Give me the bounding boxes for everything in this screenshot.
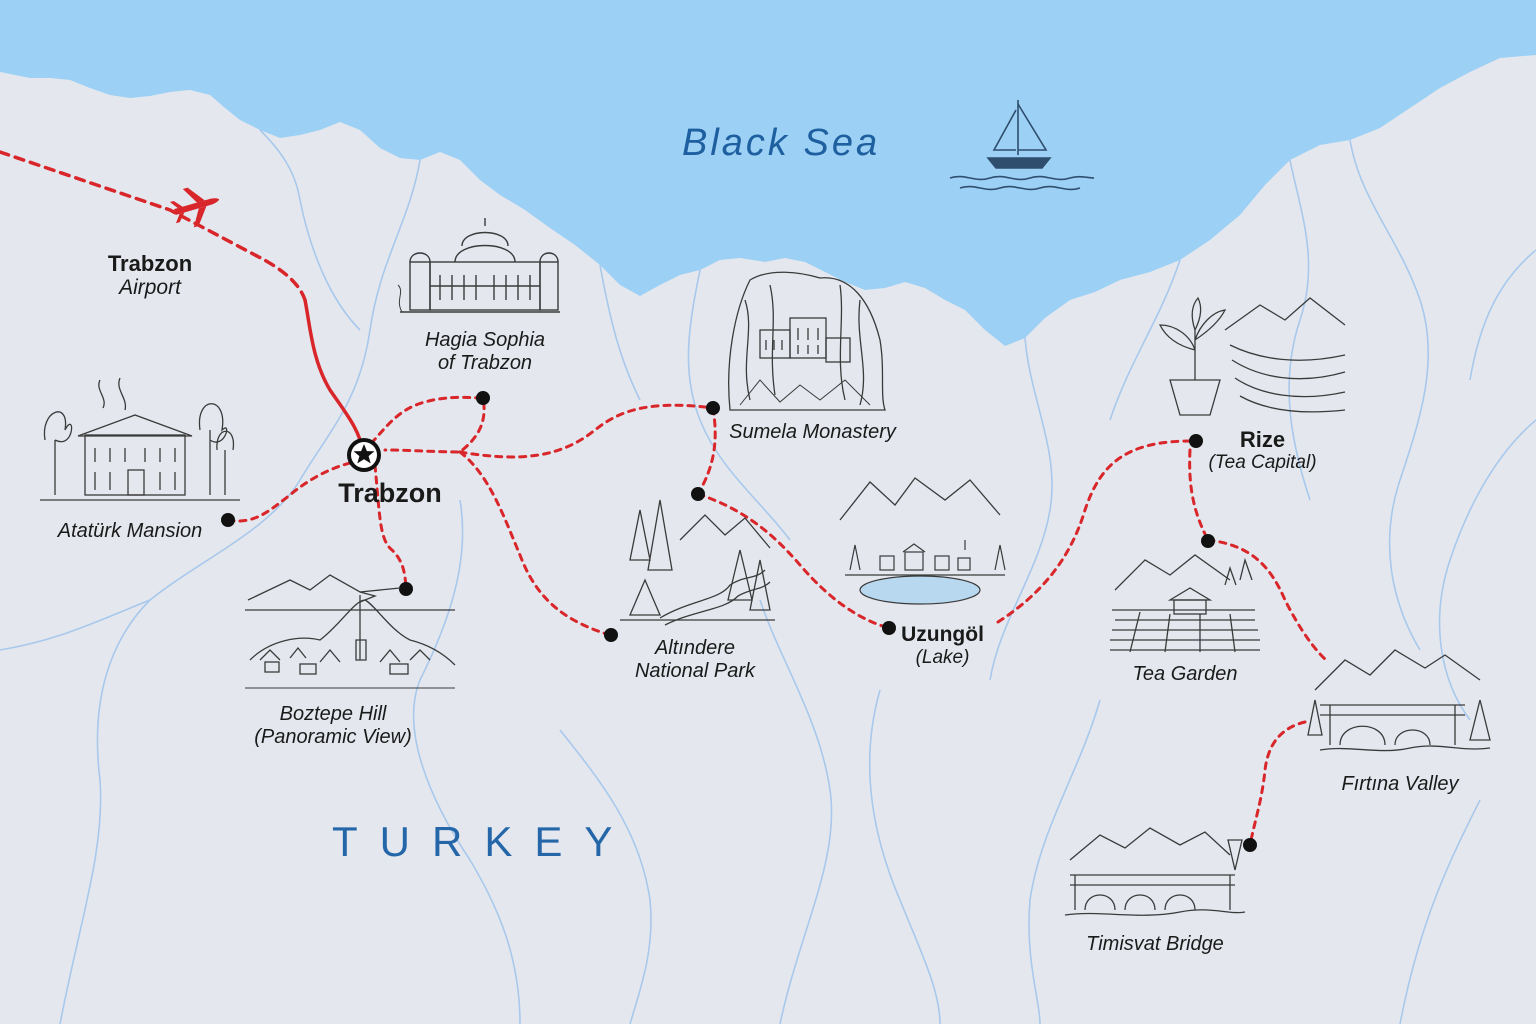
trabzon-name: Trabzon [338, 478, 442, 508]
uzungol-name: Uzungöl [901, 623, 984, 646]
route-firtina [1206, 538, 1328, 662]
firtina-valley-sketch [1307, 649, 1491, 752]
uzungol-lake-sketch [839, 477, 1006, 605]
dot-marker-icon [399, 582, 413, 596]
place-label-hagia[interactable]: Hagia Sophia of Trabzon [410, 329, 560, 375]
place-label-ataturk[interactable]: Atatürk Mansion [50, 520, 210, 543]
place-label-uzungol[interactable]: Uzungöl (Lake) [890, 623, 995, 669]
place-label-altindere[interactable]: Altındere National Park [620, 637, 770, 683]
rize-sub: (Tea Capital) [1208, 452, 1317, 474]
black-sea [0, 0, 1536, 346]
star-marker-icon [347, 438, 381, 472]
sea-label: Black Sea [682, 122, 881, 164]
dot-marker-icon [1189, 434, 1203, 448]
sumela-name: Sumela Monastery [729, 421, 896, 443]
route-altindere [458, 450, 612, 637]
boztepe-hill-sketch [245, 574, 456, 689]
dot-marker-icon [476, 391, 490, 405]
boztepe-line2: (Panoramic View) [254, 726, 412, 748]
altindere-park-sketch [620, 499, 775, 626]
tea-garden-sketch [1110, 554, 1260, 653]
place-label-firtina[interactable]: Fırtına Valley [1325, 773, 1475, 796]
sumela-monastery-sketch [728, 271, 886, 411]
ataturk-mansion-sketch [40, 377, 240, 501]
hagia-line2: of Trabzon [437, 352, 533, 374]
dot-marker-icon [1243, 838, 1257, 852]
timisvat-name: Timisvat Bridge [1086, 933, 1224, 955]
plane-icon [169, 187, 220, 228]
dot-marker-icon [1201, 534, 1215, 548]
country-label: TURKEY [332, 818, 635, 865]
ataturk-name: Atatürk Mansion [57, 520, 203, 542]
airport-road [303, 298, 365, 454]
airport-sub: Airport [119, 276, 181, 300]
dot-marker-icon [706, 401, 720, 415]
rivers [0, 129, 1536, 1024]
route-sumela [458, 403, 715, 459]
route-timisvat [1248, 720, 1307, 847]
route-rize [996, 439, 1197, 624]
route-tea-garden [1188, 448, 1210, 542]
tea-garden-name: Tea Garden [1132, 663, 1238, 685]
altindere-line2: National Park [634, 660, 756, 682]
place-label-airport[interactable]: Trabzon Airport [90, 251, 210, 300]
hagia-line1: Hagia Sophia [424, 329, 546, 351]
rize-tea-sketch [1158, 296, 1346, 416]
timisvat-bridge-sketch [1064, 827, 1246, 916]
place-label-timisvat[interactable]: Timisvat Bridge [1075, 933, 1235, 956]
place-label-boztepe[interactable]: Boztepe Hill (Panoramic View) [248, 703, 418, 749]
altindere-line1: Altındere [654, 637, 736, 659]
place-label-sumela[interactable]: Sumela Monastery [725, 421, 900, 444]
boztepe-line1: Boztepe Hill [279, 703, 387, 725]
place-label-rize[interactable]: Rize (Tea Capital) [1200, 427, 1325, 474]
flight-path [0, 150, 307, 302]
airport-name: Trabzon [107, 251, 193, 276]
dot-marker-icon [604, 628, 618, 642]
rize-name: Rize [1239, 427, 1286, 452]
stop-markers [221, 391, 1257, 852]
uzungol-sub: (Lake) [915, 647, 970, 669]
sailboat-icon [949, 100, 1095, 191]
dot-marker-icon [882, 621, 896, 635]
hagia-sophia-sketch [397, 218, 560, 313]
place-label-trabzon[interactable]: Trabzon [320, 478, 460, 509]
route-ataturk [226, 458, 365, 523]
firtina-name: Fırtına Valley [1341, 773, 1459, 795]
route-uzungol [696, 492, 891, 630]
place-label-tea-garden[interactable]: Tea Garden [1120, 663, 1250, 686]
route-boztepe [373, 463, 408, 590]
dot-marker-icon [221, 513, 235, 527]
dot-marker-icon [691, 487, 705, 501]
